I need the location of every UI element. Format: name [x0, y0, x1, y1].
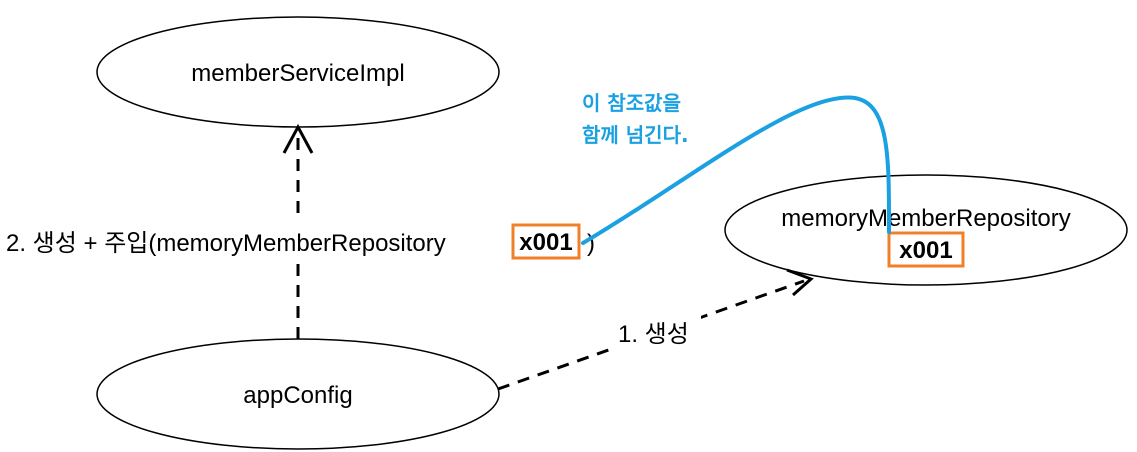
- annotation: 이 참조값을 함께 넘긴다.: [582, 91, 689, 147]
- inject-ref-value: x001: [519, 229, 572, 256]
- edge-inject-label: 2. 생성 + 주입(memoryMemberRepository ) x001: [6, 223, 595, 260]
- edge-inject: [282, 123, 314, 339]
- edge-inject-arrowhead: [282, 123, 314, 154]
- annotation-line1: 이 참조값을: [582, 91, 681, 115]
- inject-ref-box: [511, 223, 581, 260]
- node-app-config[interactable]: appConfig: [96, 338, 500, 450]
- edge-inject-label-prefix: 2. 생성 + 주입(memoryMemberRepository: [6, 230, 446, 257]
- edge-inject-label-bg: [2, 222, 594, 262]
- repository-ref-box: [887, 231, 965, 268]
- annotation-line2: 함께 넘긴다.: [582, 123, 689, 147]
- edge-create: [497, 268, 814, 391]
- node-app-config-label: appConfig: [243, 382, 352, 409]
- node-member-service-impl-label: memberServiceImpl: [191, 60, 404, 87]
- node-memory-member-repository-shape: [724, 174, 1128, 286]
- edge-inject-label-suffix: ): [587, 230, 595, 257]
- node-memory-member-repository-label: memoryMemberRepository: [781, 205, 1070, 232]
- edge-create-label: 1. 생성: [618, 321, 689, 348]
- edge-create-arrowhead: [786, 268, 814, 297]
- node-member-service-impl[interactable]: memberServiceImpl: [96, 16, 500, 128]
- edge-create-label-bg: [613, 315, 701, 349]
- node-memory-member-repository[interactable]: memoryMemberRepository x001: [724, 174, 1128, 286]
- repository-ref-value: x001: [899, 237, 952, 264]
- annotation-curve: [581, 95, 892, 245]
